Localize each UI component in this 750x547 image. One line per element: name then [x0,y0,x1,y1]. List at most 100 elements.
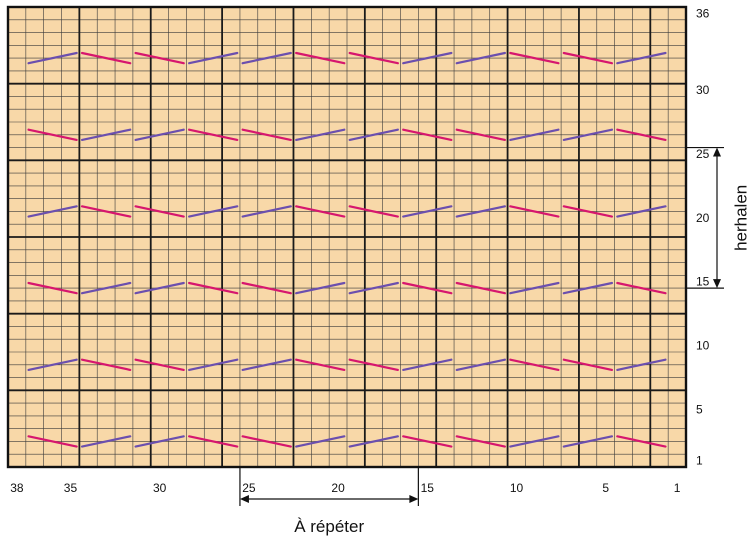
column-label: 30 [153,481,167,495]
stitch-pink [241,128,292,141]
row-label: 1 [696,454,703,468]
stitch-purple [562,128,614,141]
stitch-pink [348,358,399,371]
stitch-pink [80,205,132,218]
stitch-purple [455,358,507,371]
stitch-purple [134,281,185,295]
stitch-purple [80,435,132,448]
stitch-pink [187,435,239,448]
stitch-pink [27,281,78,295]
stitch-purple [295,128,346,141]
stitch-pink [455,435,507,448]
stitch-purple [616,51,667,65]
stitch-pink [562,205,614,218]
stitch-marks [27,51,667,448]
column-label: 20 [331,481,345,495]
column-label: 10 [510,481,524,495]
column-label: 35 [64,481,78,495]
stitch-pink [509,358,560,371]
repeat-rows-arrow-bottom-head [713,279,721,289]
row-label: 10 [696,339,710,353]
repeat-arrow-right-head [409,495,419,503]
chart-border [6,5,688,469]
stitch-purple [27,205,78,218]
stitch-purple [241,205,292,218]
stitch-purple [187,51,239,65]
stitch-pink [455,281,507,295]
stitch-pink [295,205,346,218]
stitch-pink [241,435,292,448]
repeat-rows-indicator: herhalen [686,146,750,289]
row-label: 5 [696,403,703,417]
stitch-pink [562,51,614,65]
row-label: 30 [696,83,710,97]
stitch-purple [80,128,132,141]
row-label: 36 [696,6,710,20]
stitch-purple [509,281,560,295]
stitch-purple [27,358,78,371]
repeat-arrow-left-head [239,495,249,503]
stitch-pink [27,128,78,141]
stitch-pink [134,51,185,65]
stitch-pink [616,128,667,141]
column-label: 1 [674,481,681,495]
repeat-label: À répéter [294,517,364,536]
row-label: 25 [696,147,710,161]
stitch-pink [348,51,399,65]
stitch-pink [348,205,399,218]
stitch-pink [295,358,346,371]
repeat-rows-label: herhalen [732,185,750,251]
stitch-pink [509,205,560,218]
stitch-purple [402,205,453,218]
stitch-purple [134,128,185,141]
stitch-pink [455,128,507,141]
stitch-purple [187,205,239,218]
stitch-purple [80,281,132,295]
stitch-purple [402,358,453,371]
stitch-purple [562,435,614,448]
stitch-pink [187,281,239,295]
stitch-pink [134,358,185,371]
stitch-purple [509,128,560,141]
column-label: 25 [242,481,256,495]
stitch-pink [134,205,185,218]
repeat-columns-indicator: À répéter [239,467,419,536]
stitch-purple [241,358,292,371]
stitch-purple [295,281,346,295]
stitch-pink [402,128,453,141]
row-label: 15 [696,275,710,289]
stitch-purple [616,358,667,371]
column-label: 38 [10,481,24,495]
stitch-pink [616,435,667,448]
stitch-pink [509,51,560,65]
stitch-purple [241,51,292,65]
stitch-purple [134,435,185,448]
column-labels: 38 35 30 25 20 15 10 5 1 [10,481,680,495]
stitch-purple [348,435,399,448]
stitch-purple [348,281,399,295]
stitch-purple [27,51,78,65]
row-label: 20 [696,211,710,225]
column-label: 5 [602,481,609,495]
repeat-rows-arrow-top-head [713,147,721,157]
stitch-pink [241,281,292,295]
stitch-pink [616,281,667,295]
stitch-purple [455,51,507,65]
stitch-purple [295,435,346,448]
stitch-purple [187,358,239,371]
stitch-purple [402,51,453,65]
stitch-pink [402,435,453,448]
stitch-purple [616,205,667,218]
stitch-pink [187,128,239,141]
stitch-purple [509,435,560,448]
stitch-purple [348,128,399,141]
grid-major [8,7,686,467]
stitch-purple [455,205,507,218]
stitch-purple [562,281,614,295]
column-label: 15 [421,481,435,495]
stitch-pink [27,435,78,448]
stitch-pink [295,51,346,65]
stitch-pink [80,358,132,371]
